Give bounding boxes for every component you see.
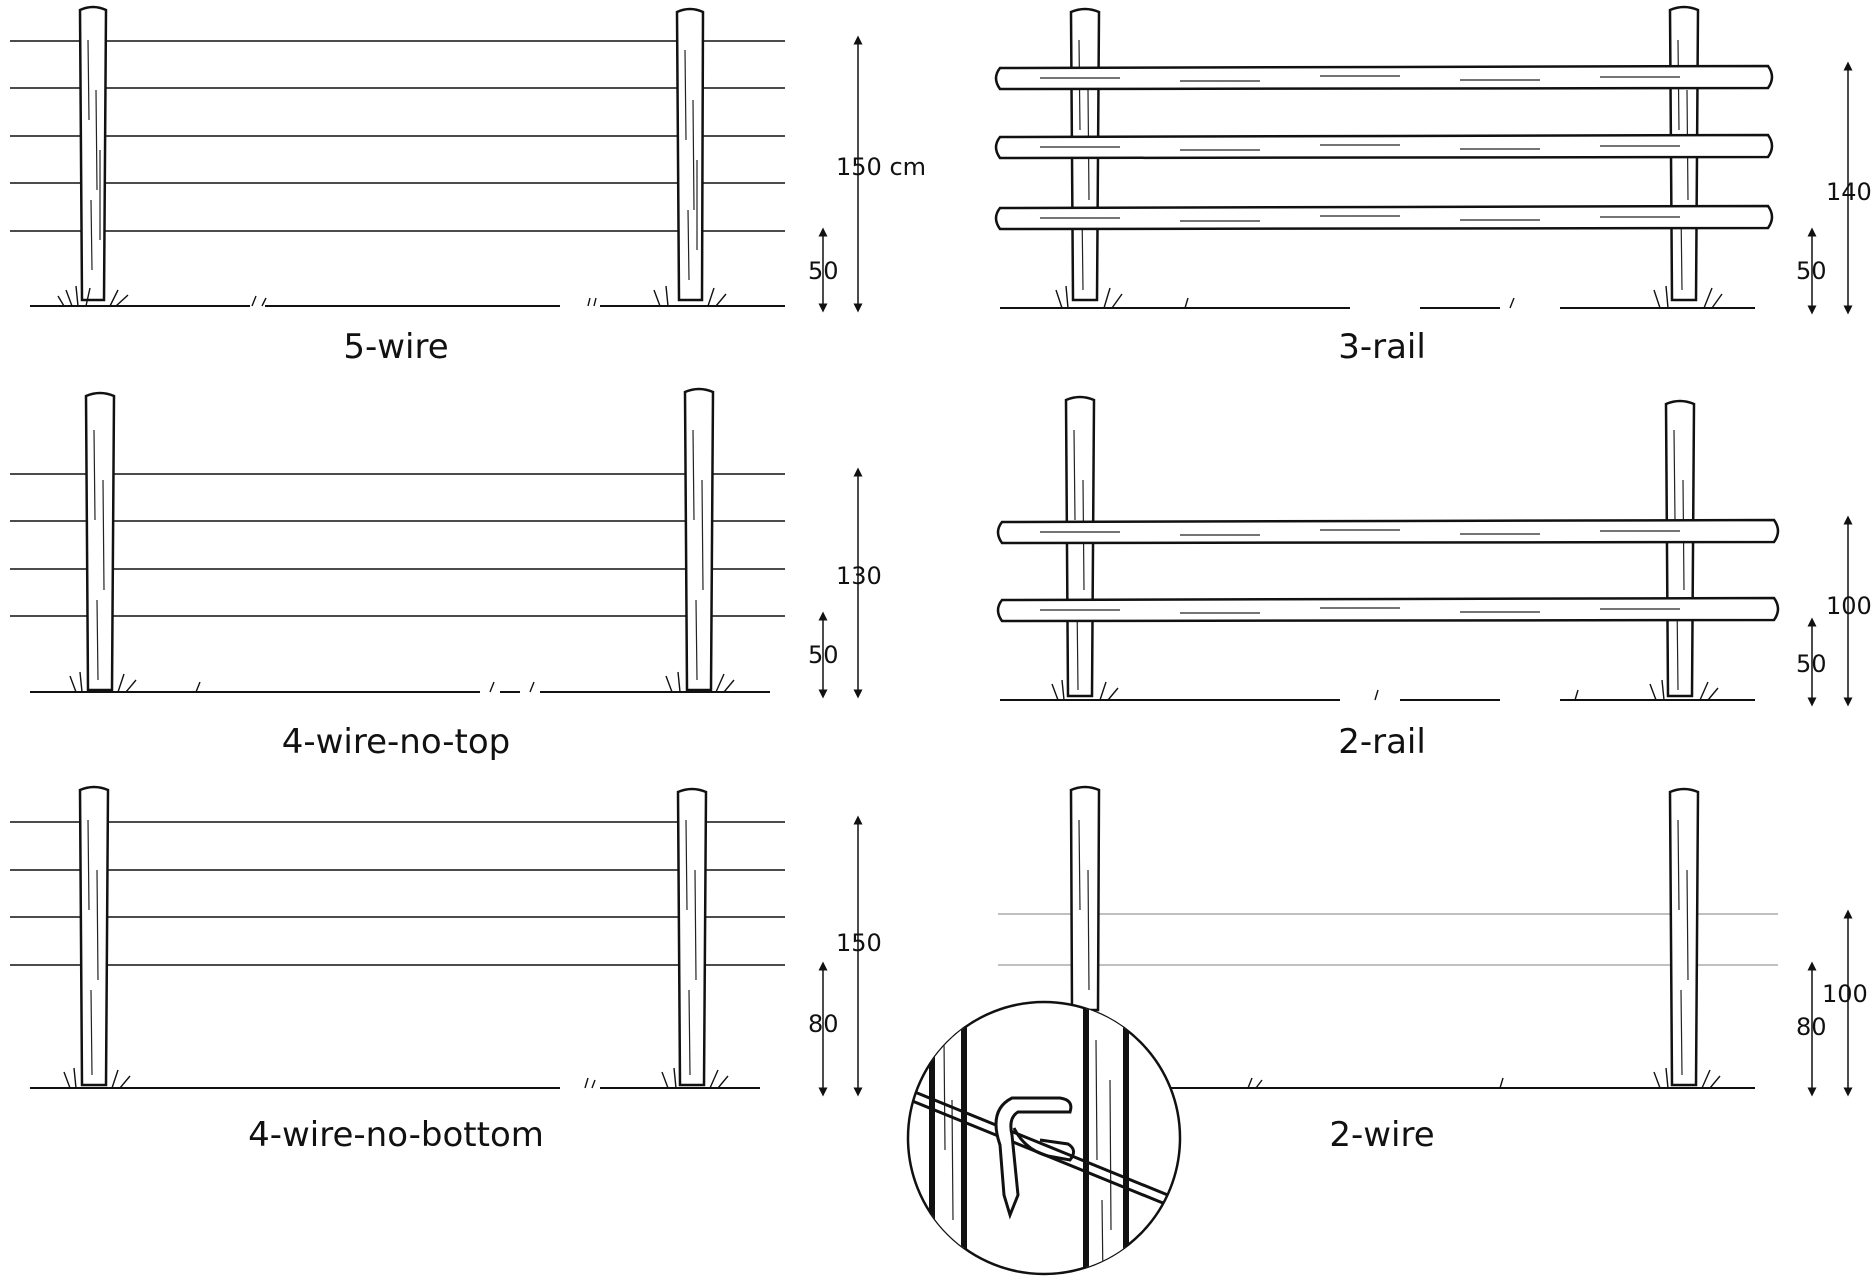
- fence-post: [1064, 395, 1096, 698]
- ground-line: [1165, 1067, 1755, 1089]
- rail: [994, 64, 1774, 91]
- bottom-height-label: 50: [808, 257, 839, 285]
- bottom-height-label: 50: [1796, 257, 1827, 285]
- rail: [996, 518, 1780, 545]
- fence-post: [84, 391, 116, 692]
- fence-post: [676, 787, 708, 1087]
- panel-title: 4-wire-no-bottom: [248, 1115, 544, 1155]
- rail: [994, 133, 1774, 160]
- fence-post: [675, 7, 705, 302]
- panel-2-rail: 100 50 2-rail: [996, 395, 1872, 762]
- fence-post: [78, 785, 110, 1087]
- top-height-label: 100: [1826, 592, 1872, 620]
- panel-title: 4-wire-no-top: [282, 722, 511, 762]
- bottom-height-label: 80: [1796, 1013, 1827, 1041]
- wires: [10, 473, 785, 617]
- rails: [996, 518, 1780, 623]
- top-height-label: 150: [836, 929, 882, 957]
- height-dimension: [818, 467, 863, 699]
- panel-title: 5-wire: [343, 327, 448, 367]
- rail: [994, 204, 1774, 231]
- fence-post: [1069, 785, 1101, 1012]
- ground-line: [1000, 679, 1755, 701]
- rails: [994, 64, 1774, 231]
- panel-5-wire: 150 cm 50 5-wire: [10, 5, 926, 367]
- height-dimension: [818, 815, 863, 1097]
- height-dimension: [1807, 61, 1853, 315]
- wires: [10, 821, 785, 966]
- bottom-height-label: 80: [808, 1010, 839, 1038]
- height-dimension: [818, 35, 863, 313]
- top-height-label: 130: [836, 562, 882, 590]
- panel-title: 2-rail: [1338, 722, 1426, 762]
- panel-title: 3-rail: [1338, 327, 1426, 367]
- rail: [996, 596, 1780, 623]
- panel-4-wire-no-top: 130 50 4-wire-no-top: [10, 387, 882, 762]
- fence-post: [1668, 787, 1700, 1087]
- insulator-detail-icon: [906, 1000, 1182, 1276]
- top-height-label: 100: [1822, 980, 1868, 1008]
- height-dimension: [1807, 515, 1853, 707]
- bottom-height-label: 50: [1796, 650, 1827, 678]
- panel-3-rail: 140 50 3-rail: [994, 5, 1872, 367]
- bottom-height-label: 50: [808, 641, 839, 669]
- ground-line: [1000, 285, 1755, 309]
- ground-line: [30, 1067, 760, 1089]
- ground-line: [30, 671, 770, 693]
- height-dimension: [1807, 909, 1853, 1097]
- panel-title: 2-wire: [1329, 1115, 1434, 1155]
- ground-line: [30, 285, 785, 307]
- fence-post: [683, 387, 715, 692]
- panel-2-wire: 100 80 2-wire: [998, 785, 1868, 1155]
- fence-post: [78, 5, 108, 302]
- wires: [10, 40, 785, 232]
- top-height-label: 150 cm: [836, 153, 926, 181]
- fence-post: [1664, 399, 1696, 698]
- wires: [998, 913, 1778, 966]
- top-height-label: 140: [1826, 178, 1872, 206]
- panel-4-wire-no-bottom: 150 80 4-wire-no-bottom: [10, 785, 882, 1155]
